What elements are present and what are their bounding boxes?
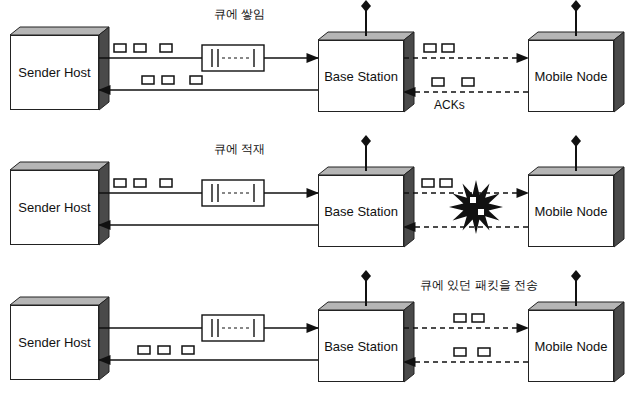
packet: [462, 78, 474, 86]
packet: [162, 76, 174, 84]
packet: [422, 179, 434, 187]
device-name: Mobile Node: [531, 337, 612, 356]
device-name: Sender Host: [14, 63, 94, 82]
cube-top: [10, 162, 109, 170]
device-name: Base Station: [320, 67, 402, 86]
cube-side: [614, 167, 624, 247]
cube-top: [10, 297, 109, 305]
packet: [114, 44, 126, 52]
wired-link: [99, 359, 318, 361]
device-box: Sender Host: [10, 170, 99, 245]
antenna: [575, 280, 577, 306]
device-box: Base Station: [318, 175, 404, 247]
device-box: Mobile Node: [528, 310, 614, 382]
annotation: ACKs: [432, 98, 467, 112]
cube-side: [614, 32, 624, 112]
device-box: Sender Host: [10, 305, 99, 380]
packet-loss-burst: [449, 180, 503, 234]
packet: [440, 179, 452, 187]
packet: [442, 44, 454, 52]
wireless-link: [404, 327, 528, 329]
device-name: Sender Host: [14, 198, 94, 217]
packet: [158, 346, 170, 354]
lost-packet: [470, 197, 476, 203]
device-name: Base Station: [320, 337, 402, 356]
device-box: Sender Host: [10, 35, 99, 110]
packet: [142, 76, 154, 84]
packet: [454, 348, 466, 356]
annotation: 큐에 있던 패킷을 전송: [418, 277, 540, 294]
packet: [134, 44, 146, 52]
antenna-tip: [571, 270, 581, 282]
antenna-tip: [361, 270, 371, 282]
device-box: Mobile Node: [528, 175, 614, 247]
packet: [478, 348, 490, 356]
packet: [190, 76, 202, 84]
cube-side: [99, 162, 109, 245]
packet: [114, 179, 126, 187]
antenna-tip: [361, 135, 371, 147]
annotation: 큐에 쌓임: [212, 6, 267, 23]
device-box: Base Station: [318, 40, 404, 112]
device-name: Mobile Node: [531, 202, 612, 221]
antenna: [365, 280, 367, 306]
wireless-link: [404, 361, 528, 363]
cube-side: [404, 32, 414, 112]
packet: [138, 346, 150, 354]
cube-side: [614, 302, 624, 382]
device-name: Base Station: [320, 202, 402, 221]
packet: [472, 314, 484, 322]
cube-side: [404, 302, 414, 382]
queue-symbol: [202, 180, 264, 206]
antenna: [575, 10, 577, 36]
packet: [160, 179, 172, 187]
antenna-tip: [571, 0, 581, 12]
packet: [454, 314, 466, 322]
antenna-tip: [571, 135, 581, 147]
queue-symbol: [202, 315, 264, 341]
antenna: [365, 145, 367, 171]
cube-top: [10, 27, 109, 35]
wired-link: [99, 224, 318, 226]
device-box: Base Station: [318, 310, 404, 382]
device-box: Mobile Node: [528, 40, 614, 112]
packet: [432, 78, 444, 86]
wired-link: [99, 89, 318, 91]
queue-symbol: [202, 45, 264, 71]
cube-side: [404, 167, 414, 247]
device-name: Sender Host: [14, 333, 94, 352]
lost-packet: [478, 209, 484, 215]
cube-side: [99, 297, 109, 380]
antenna: [365, 10, 367, 36]
antenna-tip: [361, 0, 371, 12]
device-name: Mobile Node: [531, 67, 612, 86]
cube-side: [99, 27, 109, 110]
annotation: 큐에 적재: [212, 141, 267, 158]
packet: [134, 179, 146, 187]
packet: [182, 346, 194, 354]
antenna: [575, 145, 577, 171]
wireless-link: [404, 57, 528, 59]
wireless-link: [404, 91, 528, 93]
packet: [424, 44, 436, 52]
packet: [160, 44, 172, 52]
